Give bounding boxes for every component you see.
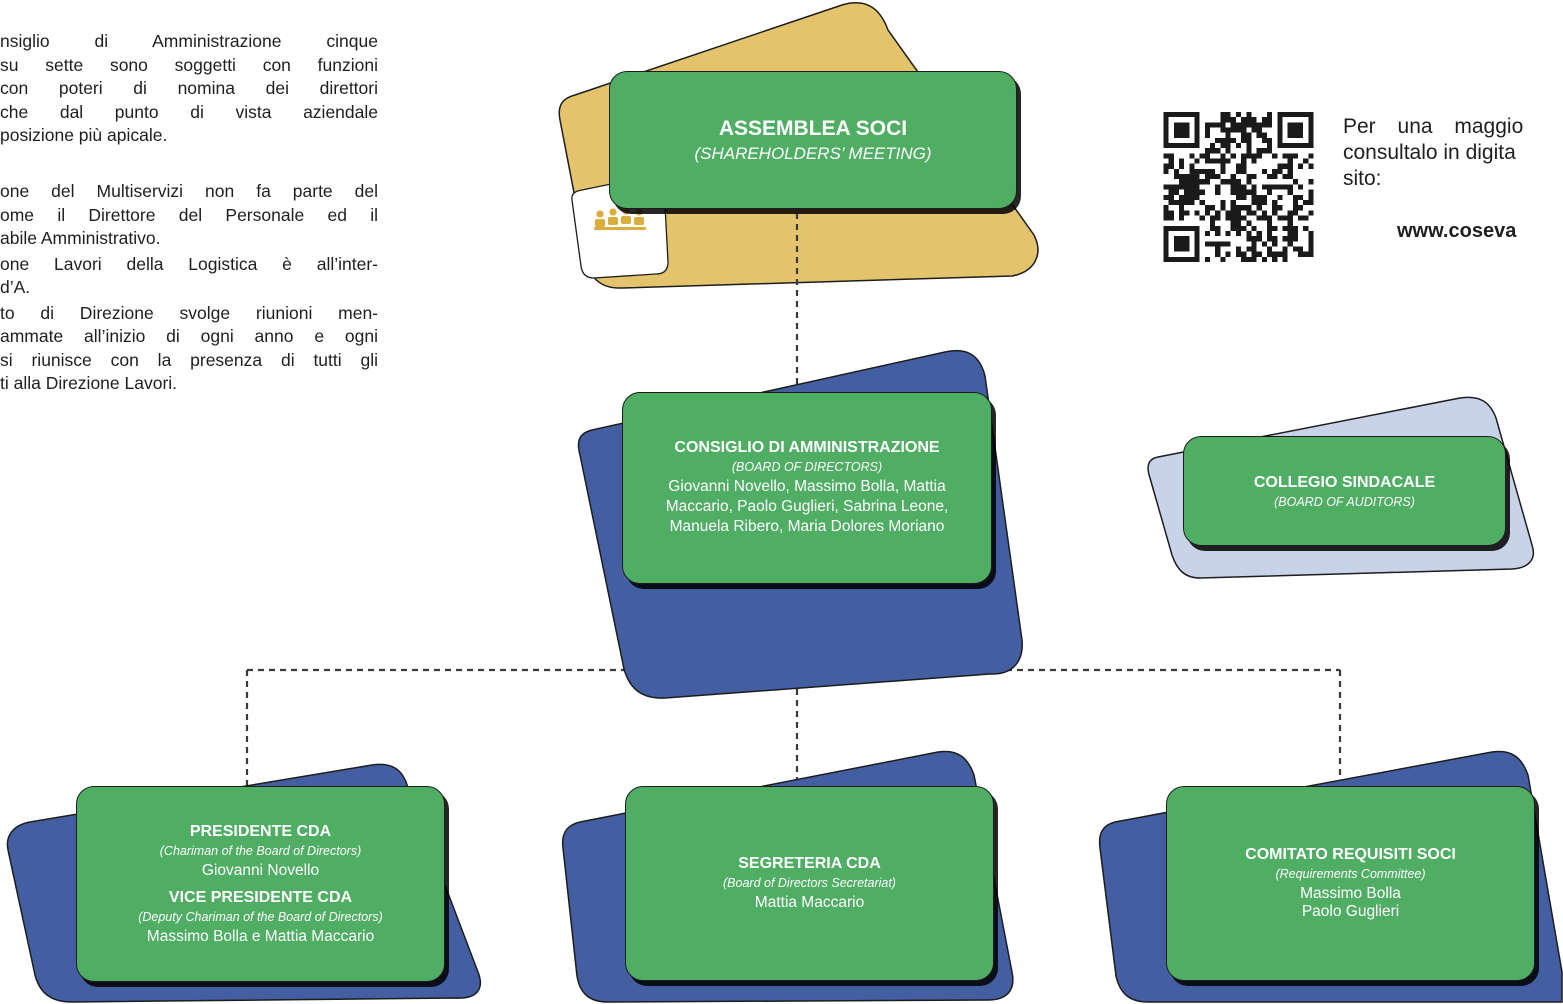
info-line: sito: (1343, 167, 1382, 190)
paragraph-line: si riunisce con la presenza di tutti gli (0, 349, 378, 370)
presidente-name: Giovanni Novello (201, 861, 320, 879)
comitato-member: Massimo Bolla (1300, 885, 1401, 902)
paragraph-line: che dal punto di vista aziendale (0, 101, 378, 122)
qr-code[interactable] (1163, 112, 1314, 262)
vice-presidente-name: Massimo Bolla e Mattia Maccario (146, 927, 375, 945)
cda-members-line: Manuela Ribero, Maria Dolores Moriano (669, 518, 945, 535)
cda-title: CONSIGLIO DI AMMINISTRAZIONE (674, 439, 940, 456)
paragraph-line: con poteri di nomina dei direttori (0, 78, 378, 98)
assemblea-card: ASSEMBLEA SOCI (SHAREHOLDERS’ MEETING) (609, 71, 1017, 209)
paragraph-line: ome il Direttore del Personale ed il (0, 204, 378, 225)
paragraph-line: posizione più apicale. (0, 125, 168, 145)
collegio-card: COLLEGIO SINDACALE (BOARD OF AUDITORS) (1183, 436, 1506, 546)
cda-subtitle: (BOARD OF DIRECTORS) (731, 460, 883, 474)
vice-presidente-subtitle: (Deputy Chariman of the Board of Directo… (138, 909, 383, 924)
paragraph-line: nsiglio di Amministrazione cinque (0, 31, 378, 51)
paragraph-line: ammate all’inizio di ogni anno e ogni (0, 326, 378, 346)
assemblea-title: ASSEMBLEA SOCI (718, 116, 908, 140)
paragraph-line: one Lavori della Logistica è all’inter- (0, 253, 378, 274)
cda-members: Giovanni Novello, Massimo Bolla, Mattia … (666, 477, 949, 537)
presidente-title: PRESIDENTE CDA (189, 822, 332, 840)
segreteria-title: SEGRETERIA CDA (738, 855, 881, 872)
segreteria-subtitle: (Board of Directors Secretariat) (723, 876, 896, 890)
presidente-card: PRESIDENTE CDA (Chariman of the Board of… (76, 786, 445, 982)
comitato-member: Paolo Guglieri (1301, 903, 1400, 920)
comitato-subtitle: (Requirements Committee) (1275, 867, 1426, 881)
segreteria-name: Mattia Maccario (754, 894, 865, 911)
connector-lines (245, 213, 1342, 787)
people-icon (594, 207, 646, 230)
paragraph-line: one del Multiservizi non fa parte del (0, 181, 378, 201)
paragraph-line: ti alla Direzione Lavori. (0, 373, 178, 393)
collegio-title: COLLEGIO SINDACALE (1253, 473, 1436, 491)
website-link[interactable]: www.coseva (1397, 220, 1517, 242)
info-text: Per una maggio consultalo in digita sito… (1343, 114, 1523, 192)
info-line: Per una maggio (1343, 115, 1524, 138)
paragraph-line: d’A. (0, 277, 31, 297)
cda-card: CONSIGLIO DI AMMINISTRAZIONE (BOARD OF D… (622, 392, 992, 584)
intro-paragraph: nsiglio di Amministrazione cinque su sett… (0, 30, 378, 148)
notes-paragraph: one del Multiservizi non fa parte del ome… (0, 180, 378, 396)
paragraph-line: to di Direzione svolge riunioni men- (0, 302, 378, 323)
assemblea-subtitle: (SHAREHOLDERS’ MEETING) (694, 143, 932, 163)
collegio-subtitle: (BOARD OF AUDITORS) (1274, 494, 1415, 509)
cda-members-line: Giovanni Novello, Massimo Bolla, Mattia (668, 478, 946, 495)
paragraph-line: abile Amministrativo. (0, 228, 161, 248)
comitato-title: COMITATO REQUISITI SOCI (1245, 846, 1456, 863)
presidente-subtitle: (Chariman of the Board of Directors) (159, 843, 362, 858)
paragraph-line: su sette sono soggetti con funzioni (0, 54, 378, 75)
vice-presidente-title: VICE PRESIDENTE CDA (168, 888, 353, 906)
info-line: consultalo in digita (1343, 141, 1516, 164)
cda-members-line: Maccario, Paolo Guglieri, Sabrina Leone, (665, 498, 949, 515)
comitato-card: COMITATO REQUISITI SOCI (Requirements Co… (1166, 786, 1535, 981)
segreteria-card: SEGRETERIA CDA (Board of Directors Secre… (625, 786, 994, 981)
